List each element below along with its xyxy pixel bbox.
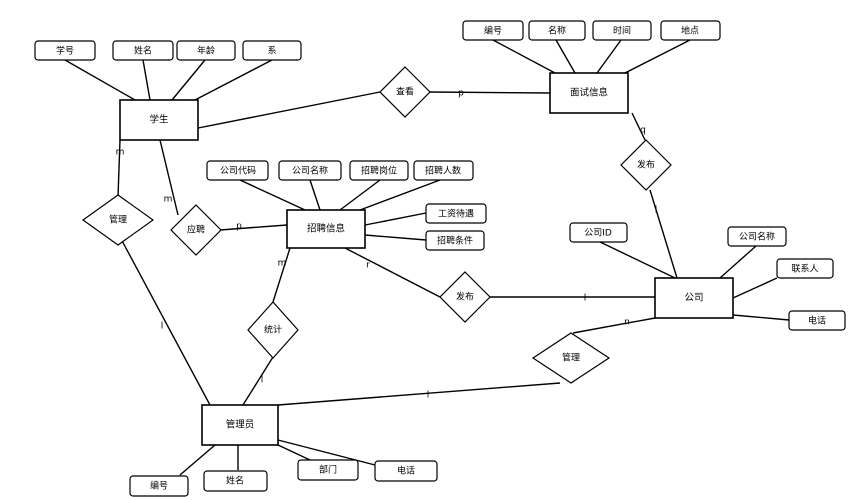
attr-student-dept-label: 系 — [267, 46, 276, 57]
card-recruit-publish: r — [366, 261, 370, 271]
entity-admin[interactable]: 管理员 — [201, 404, 279, 446]
relation-publish-recruit-label: 发布 — [456, 291, 474, 303]
relation-apply-label: 应聘 — [187, 224, 205, 236]
attr-recruit-count[interactable]: 招聘人数 — [413, 160, 474, 181]
card-apply-recruit: p — [236, 222, 242, 232]
attr-company-contact[interactable]: 联系人 — [776, 258, 834, 279]
attr-admin-id[interactable]: 编号 — [129, 475, 189, 497]
attr-recruit-condition[interactable]: 招聘条件 — [425, 230, 485, 251]
attr-interview-time-label: 时间 — [613, 25, 631, 37]
attr-student-age[interactable]: 年龄 — [176, 40, 236, 61]
attr-company-phone[interactable]: 电话 — [788, 310, 846, 331]
entity-admin-label: 管理员 — [226, 419, 255, 431]
attr-interview-id-label: 编号 — [484, 25, 502, 37]
attr-recruit-count-label: 招聘人数 — [425, 165, 461, 177]
attr-student-id-label: 学号 — [56, 45, 74, 57]
attr-company-id-label: 公司ID — [584, 228, 612, 239]
relation-manage-student[interactable]: 管理 — [81, 194, 155, 246]
relation-publish-recruit[interactable]: 发布 — [439, 271, 491, 323]
attr-recruit-salary[interactable]: 工资待遇 — [425, 203, 487, 224]
entity-recruit[interactable]: 招聘信息 — [286, 209, 366, 249]
attr-interview-place-label: 地点 — [681, 25, 699, 37]
relation-apply[interactable]: 应聘 — [170, 204, 222, 256]
attr-interview-place[interactable]: 地点 — [660, 20, 721, 41]
relation-view-label: 查看 — [396, 86, 414, 98]
attr-company-name[interactable]: 公司名称 — [727, 226, 787, 247]
attr-company-id[interactable]: 公司ID — [569, 222, 628, 243]
relation-manage-student-label: 管理 — [109, 214, 127, 226]
card-student-apply: m — [164, 195, 173, 205]
attr-recruit-position[interactable]: 招聘岗位 — [349, 160, 409, 181]
card-student-manage: m — [116, 148, 125, 158]
attr-recruit-position-label: 招聘岗位 — [361, 165, 397, 177]
attr-company-phone-label: 电话 — [808, 315, 826, 327]
entity-interview[interactable]: 面试信息 — [549, 72, 629, 114]
card-manage-admin: l — [161, 322, 164, 332]
card-publish2-company: l — [584, 294, 587, 304]
card-company-manage: n — [624, 318, 630, 328]
attr-student-id[interactable]: 学号 — [34, 40, 96, 61]
attr-admin-dept[interactable]: 部门 — [297, 459, 359, 481]
attr-admin-name[interactable]: 姓名 — [203, 470, 268, 492]
card-recruit-stat: m — [278, 259, 287, 269]
card-view-interview: p — [458, 89, 464, 99]
entity-company[interactable]: 公司 — [654, 277, 734, 319]
attr-interview-time[interactable]: 时间 — [592, 20, 652, 41]
relation-manage-company[interactable]: 管理 — [531, 332, 611, 384]
attr-company-name-label: 公司名称 — [739, 231, 775, 243]
attr-company-contact-label: 联系人 — [791, 264, 818, 275]
relation-publish-interview-label: 发布 — [637, 159, 655, 171]
attr-admin-phone[interactable]: 电话 — [374, 460, 438, 482]
attr-interview-name-label: 名称 — [548, 25, 566, 37]
attr-student-name-label: 姓名 — [134, 45, 152, 57]
relation-view[interactable]: 查看 — [379, 66, 431, 118]
card-interview-publish: q — [640, 126, 646, 136]
attr-interview-id[interactable]: 编号 — [462, 20, 524, 41]
entity-recruit-label: 招聘信息 — [307, 223, 345, 235]
card-manage2-admin: l — [427, 391, 430, 401]
attr-admin-phone-label: 电话 — [397, 465, 415, 477]
cardinality-labels: m l m p p q l m l r l n l — [116, 89, 658, 401]
card-publish-company: l — [655, 206, 658, 216]
attr-recruit-company-label: 公司名称 — [292, 165, 328, 177]
attr-student-age-label: 年龄 — [197, 45, 215, 57]
attr-admin-dept-label: 部门 — [319, 464, 337, 476]
relation-statistics-label: 统计 — [264, 324, 282, 336]
attr-recruit-condition-label: 招聘条件 — [437, 235, 473, 247]
attr-admin-id-label: 编号 — [150, 480, 168, 492]
attr-recruit-company[interactable]: 公司名称 — [278, 160, 342, 181]
relation-statistics[interactable]: 统计 — [247, 301, 299, 359]
entity-interview-label: 面试信息 — [570, 87, 608, 99]
attr-recruit-salary-label: 工资待遇 — [438, 208, 474, 220]
attr-recruit-code[interactable]: 公司代码 — [206, 160, 269, 181]
entity-student-label: 学生 — [149, 114, 169, 126]
entity-company-label: 公司 — [684, 293, 703, 304]
attr-interview-name[interactable]: 名称 — [528, 20, 586, 41]
entity-student[interactable]: 学生 — [119, 99, 199, 141]
relation-publish-interview[interactable]: 发布 — [620, 139, 672, 191]
attr-admin-name-label: 姓名 — [226, 475, 244, 487]
attr-recruit-code-label: 公司代码 — [220, 166, 256, 177]
card-stat-admin: l — [261, 376, 264, 386]
connector-lines — [64, 39, 790, 476]
attr-student-name[interactable]: 姓名 — [112, 40, 174, 61]
attr-student-dept[interactable]: 系 — [242, 40, 302, 61]
relation-manage-company-label: 管理 — [562, 352, 580, 364]
